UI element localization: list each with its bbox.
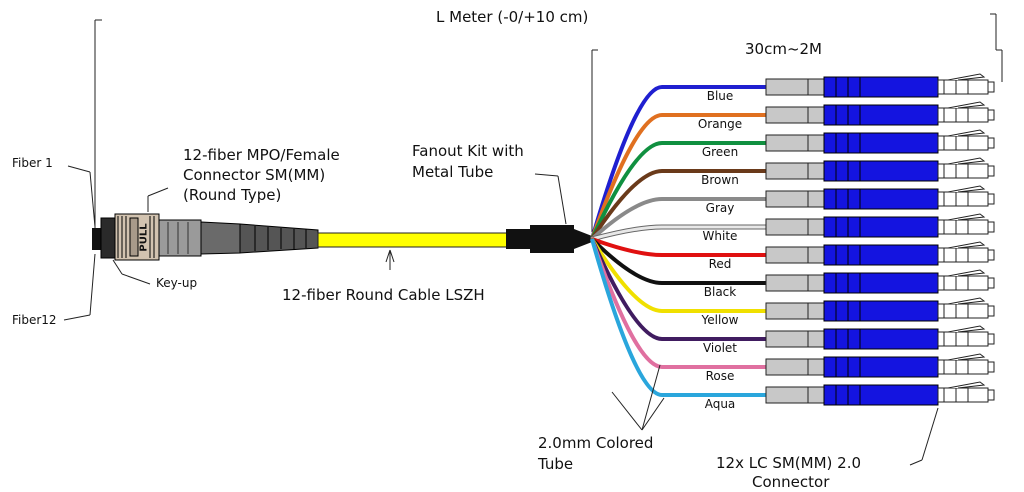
fiber-wire-brown (590, 169, 768, 241)
fanout-label-line1: Fanout Kit with (412, 142, 524, 160)
fiber1-label: Fiber 1 (12, 156, 53, 170)
lc-connector-white (765, 213, 995, 238)
tube-label-line2: Tube (538, 455, 574, 473)
length-dimension-label: L Meter (-0/+10 cm) (436, 8, 589, 26)
fiber-label-violet: Violet (702, 341, 738, 355)
mpo-connector (92, 213, 319, 261)
tube-label-line1: 2.0mm Colored (538, 434, 654, 452)
fiber-wire-yellow (590, 237, 768, 313)
fanout-wires (590, 85, 768, 397)
connector-title-line1: 12-fiber MPO/Female (183, 146, 340, 164)
fiber-label-brown: Brown (701, 173, 739, 187)
fiber-wire-black (590, 237, 768, 285)
lc-connector-yellow (765, 297, 995, 322)
fiber-wire-gray (590, 197, 768, 241)
fiber-label-rose: Rose (705, 369, 735, 383)
fiber-wire-green (590, 141, 768, 240)
lc-connector-violet (765, 325, 995, 350)
lc-connector-orange (765, 101, 995, 126)
fiber-wire-white (591, 225, 768, 241)
fiber-label-blue: Blue (706, 89, 734, 103)
leader-lines (63, 165, 939, 466)
fiber-label-green: Green (701, 145, 739, 159)
fiber-wire-violet (590, 238, 768, 341)
fanout-label-line2: Metal Tube (412, 163, 494, 181)
fiber-label-orange: Orange (697, 117, 743, 131)
keyup-label: Key-up (156, 276, 198, 290)
fiber-label-gray: Gray (705, 201, 735, 215)
fiber-label-yellow: Yellow (701, 313, 739, 327)
fiber12-label: Fiber12 (12, 313, 57, 327)
fiber-label-black: Black (703, 285, 737, 299)
fiber-wire-red (591, 237, 768, 257)
fanout-kit (506, 225, 592, 253)
lc-connector-green (765, 129, 995, 154)
lc-label-line1: 12x LC SM(MM) 2.0 (716, 454, 862, 472)
connector-title-line2: Connector SM(MM) (183, 166, 326, 184)
fiber-label-white: White (702, 229, 738, 243)
connector-title-line3: (Round Type) (183, 186, 282, 204)
round-cable (317, 232, 509, 248)
cable-label: 12-fiber Round Cable LSZH (282, 286, 485, 304)
lc-label-line2: Connector (752, 473, 830, 491)
dimension-lines (94, 13, 1003, 232)
fiber-wire-aqua (590, 238, 768, 397)
fiber-label-aqua: Aqua (704, 397, 736, 411)
breakout-length-label: 30cm~2M (745, 40, 822, 58)
lc-connector-black (765, 269, 995, 294)
lc-connector-gray (765, 185, 995, 210)
fiber-wire-orange (590, 113, 768, 240)
lc-connector-blue (765, 73, 995, 98)
lc-connector-red (765, 241, 995, 266)
lc-connector-brown (765, 157, 995, 182)
lc-connectors (765, 73, 995, 406)
lc-connector-aqua (765, 381, 995, 406)
fiber-label-red: Red (708, 257, 732, 271)
lc-connector-rose (765, 353, 995, 378)
fiber-wire-blue (590, 85, 768, 240)
pull-label: PULL (138, 223, 150, 252)
